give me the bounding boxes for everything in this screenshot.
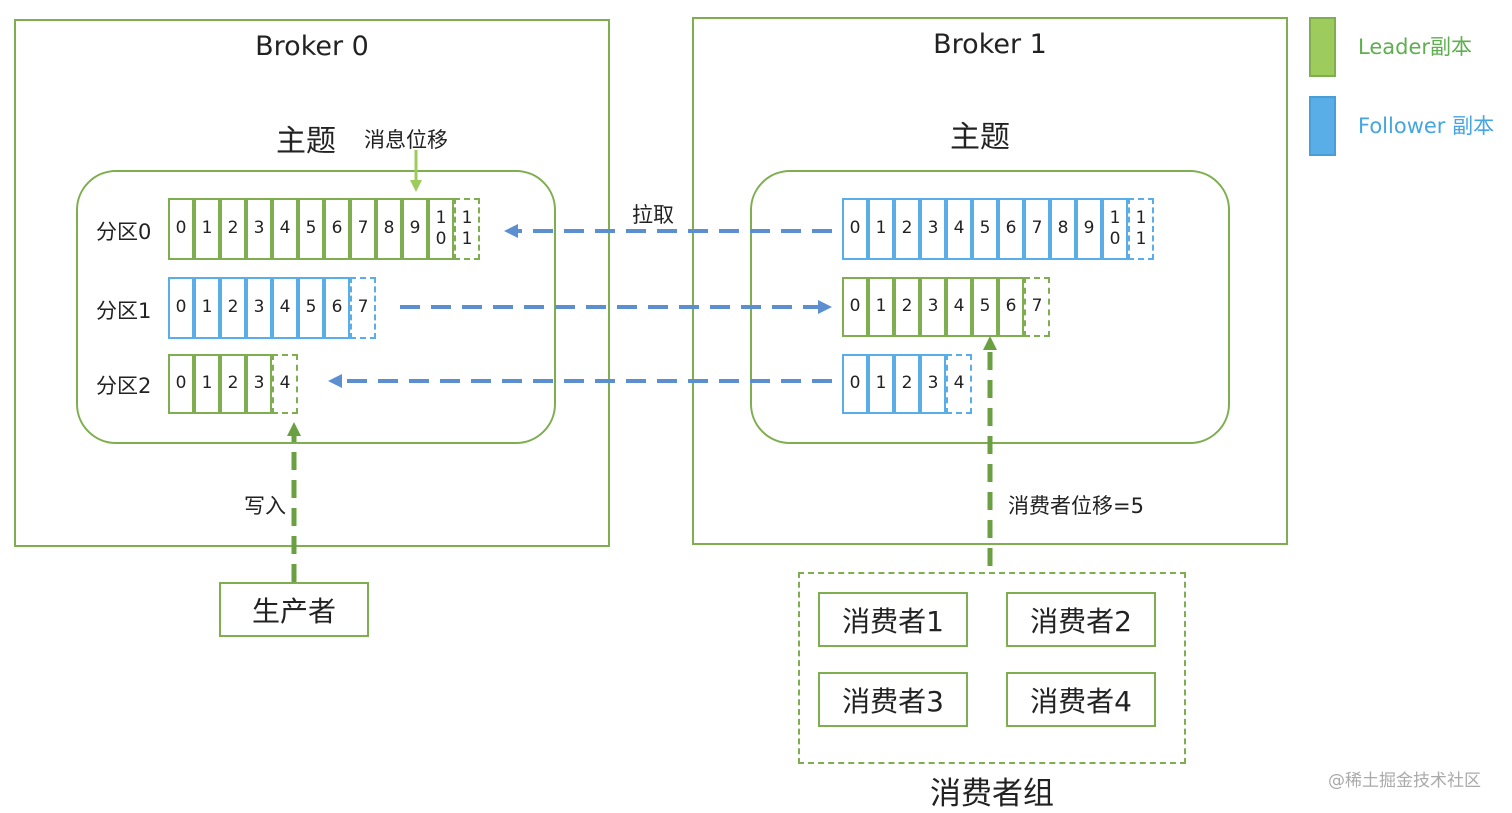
log-cell: 3 xyxy=(920,277,946,337)
log-cell: 2 xyxy=(894,354,920,414)
log-cell: 2 xyxy=(220,354,246,414)
log-cell: 8 xyxy=(1050,198,1076,260)
log-cell: 4 xyxy=(946,277,972,337)
broker-0-title: Broker 0 xyxy=(255,31,369,62)
log-cell: 7 xyxy=(350,277,376,339)
log-cell: 4 xyxy=(272,277,298,339)
log-cell: 7 xyxy=(1024,198,1050,260)
log-cell: 4 xyxy=(946,198,972,260)
broker-1-box: Broker 1 xyxy=(692,17,1288,545)
producer-box: 生产者 xyxy=(219,582,369,637)
consumer-group-box xyxy=(798,572,1186,764)
log-cell: 9 xyxy=(402,198,428,260)
legend-leader-label: Leader副本 xyxy=(1358,35,1473,59)
write-label: 写入 xyxy=(244,494,286,518)
log-cell: 2 xyxy=(894,277,920,337)
log-cell: 1 xyxy=(194,354,220,414)
log-cell: 7 xyxy=(350,198,376,260)
log-cell: 0 xyxy=(168,354,194,414)
log-cell: 1 0 xyxy=(1102,198,1128,260)
write-arrow-head xyxy=(287,422,301,436)
legend-follower-swatch xyxy=(1309,96,1336,156)
message-offset-label: 消息位移 xyxy=(364,128,448,152)
log-cell: 1 xyxy=(194,198,220,260)
log-cell: 1 0 xyxy=(428,198,454,260)
log-cell: 3 xyxy=(246,277,272,339)
replicate-arrow-partition-1-head xyxy=(818,300,832,314)
log-cell: 5 xyxy=(298,198,324,260)
log-cell: 0 xyxy=(168,277,194,339)
log-cell: 0 xyxy=(168,198,194,260)
log-cell: 1 xyxy=(868,354,894,414)
broker-0-partition-1-label: 分区1 xyxy=(96,299,152,323)
log-cell: 6 xyxy=(324,198,350,260)
log-cell: 2 xyxy=(220,277,246,339)
log-cell: 3 xyxy=(246,354,272,414)
consumer-1-box: 消费者1 xyxy=(818,592,968,647)
log-cell: 3 xyxy=(246,198,272,260)
consumer-2-box: 消费者2 xyxy=(1006,592,1156,647)
log-cell: 0 xyxy=(842,277,868,337)
log-cell: 0 xyxy=(842,198,868,260)
log-cell: 1 xyxy=(194,277,220,339)
consumer-offset-arrow-head xyxy=(983,336,997,350)
legend-follower-label: Follower 副本 xyxy=(1358,114,1495,138)
legend-leader-swatch xyxy=(1309,17,1336,77)
broker-0-topic-label: 主题 xyxy=(276,124,336,159)
consumer-offset-label: 消费者位移=5 xyxy=(1008,494,1144,518)
log-cell: 5 xyxy=(298,277,324,339)
consumer-3-box: 消费者3 xyxy=(818,672,968,727)
log-cell: 5 xyxy=(972,277,998,337)
broker-1-title: Broker 1 xyxy=(933,29,1047,60)
log-cell: 5 xyxy=(972,198,998,260)
message-offset-arrow-head xyxy=(410,180,422,192)
log-cell: 4 xyxy=(946,354,972,414)
log-cell: 3 xyxy=(920,354,946,414)
log-cell: 6 xyxy=(324,277,350,339)
consumer-group-label: 消费者组 xyxy=(930,776,1054,812)
log-cell: 8 xyxy=(376,198,402,260)
log-cell: 0 xyxy=(842,354,868,414)
log-cell: 2 xyxy=(220,198,246,260)
watermark: @稀土掘金技术社区 xyxy=(1328,771,1481,791)
log-cell: 4 xyxy=(272,198,298,260)
broker-0-partition-0-label: 分区0 xyxy=(96,220,152,244)
broker-0-partition-2-label: 分区2 xyxy=(96,374,152,398)
log-cell: 1 xyxy=(868,198,894,260)
consumer-4-box: 消费者4 xyxy=(1006,672,1156,727)
log-cell: 3 xyxy=(920,198,946,260)
log-cell: 7 xyxy=(1024,277,1050,337)
pull-arrow-partition-0-head xyxy=(504,224,518,238)
log-cell: 6 xyxy=(998,277,1024,337)
log-cell: 1 1 xyxy=(1128,198,1154,260)
log-cell: 9 xyxy=(1076,198,1102,260)
pull-label: 拉取 xyxy=(632,203,674,227)
broker-0-box: Broker 0 xyxy=(14,19,610,547)
pull-arrow-partition-2-head xyxy=(328,374,342,388)
log-cell: 1 1 xyxy=(454,198,480,260)
log-cell: 4 xyxy=(272,354,298,414)
broker-1-topic-label: 主题 xyxy=(950,120,1010,155)
log-cell: 1 xyxy=(868,277,894,337)
log-cell: 2 xyxy=(894,198,920,260)
log-cell: 6 xyxy=(998,198,1024,260)
